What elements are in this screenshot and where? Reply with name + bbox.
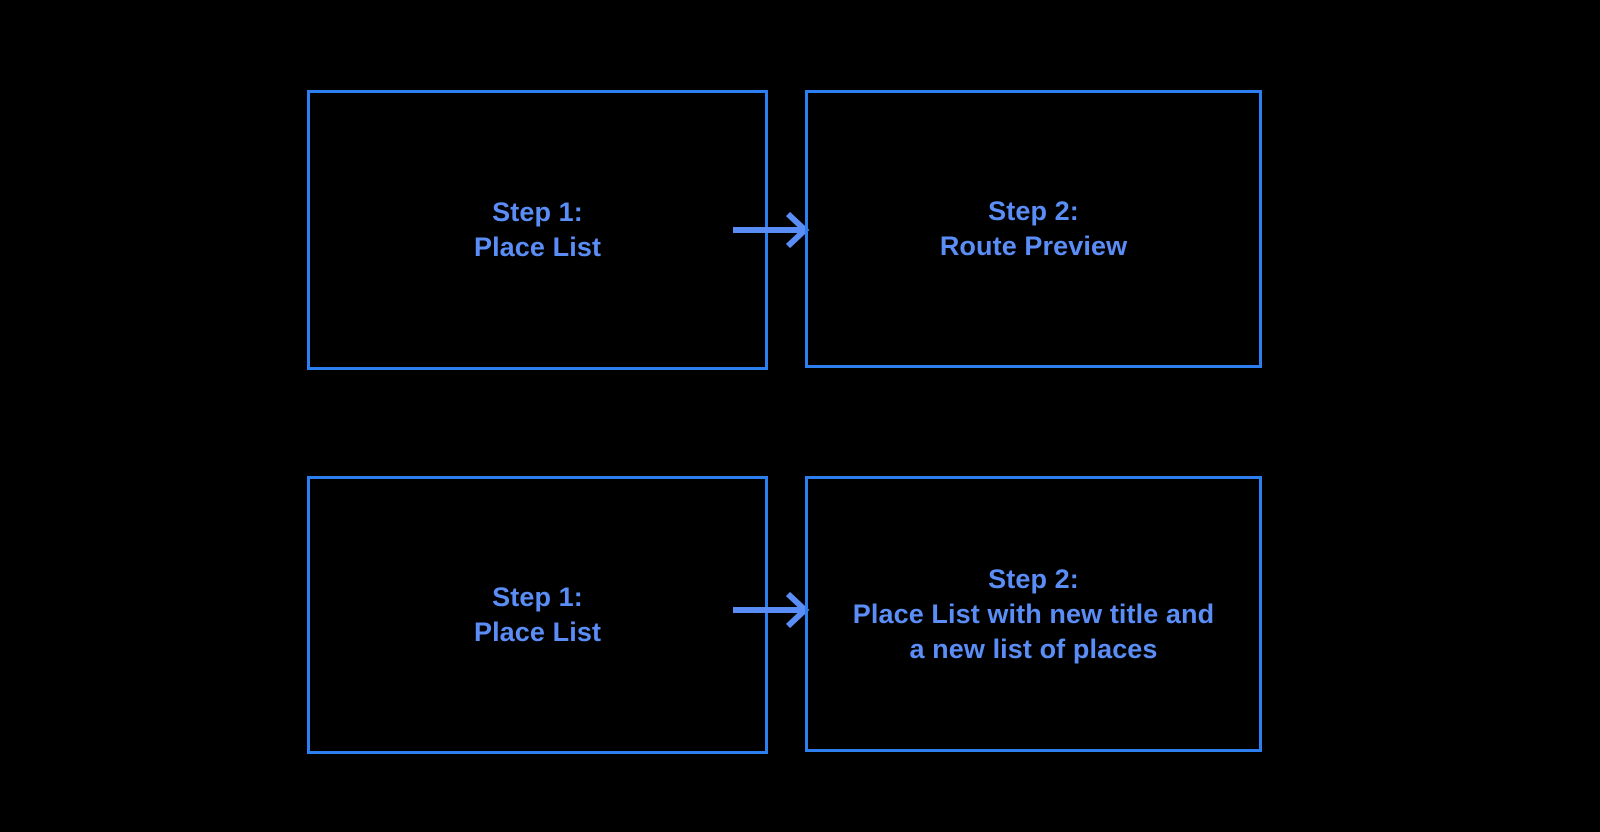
flow-row-bottom: Step 1: Place List Step 2: Place List wi… [0, 474, 1600, 764]
arrow-right-icon [733, 211, 810, 249]
step-box-step2-top[interactable]: Step 2: Route Preview [805, 90, 1262, 368]
step-box-label: Step 1: Place List [473, 582, 602, 647]
step-box-step2-bottom[interactable]: Step 2: Place List with new title and a … [805, 476, 1262, 752]
connector-arrow-bottom [733, 590, 813, 630]
step-box-label: Step 1: Place List [473, 197, 602, 262]
flow-row-top: Step 1: Place List Step 2: Route Preview [0, 88, 1600, 378]
step-box-label: Step 2: Route Preview [939, 196, 1128, 261]
step-box-label: Step 2: Place List with new title and a … [852, 563, 1215, 664]
connector-arrow-top [733, 210, 813, 250]
step-box-step1-bottom[interactable]: Step 1: Place List [307, 476, 768, 754]
arrow-right-icon [733, 591, 810, 629]
step-box-step1-top[interactable]: Step 1: Place List [307, 90, 768, 370]
